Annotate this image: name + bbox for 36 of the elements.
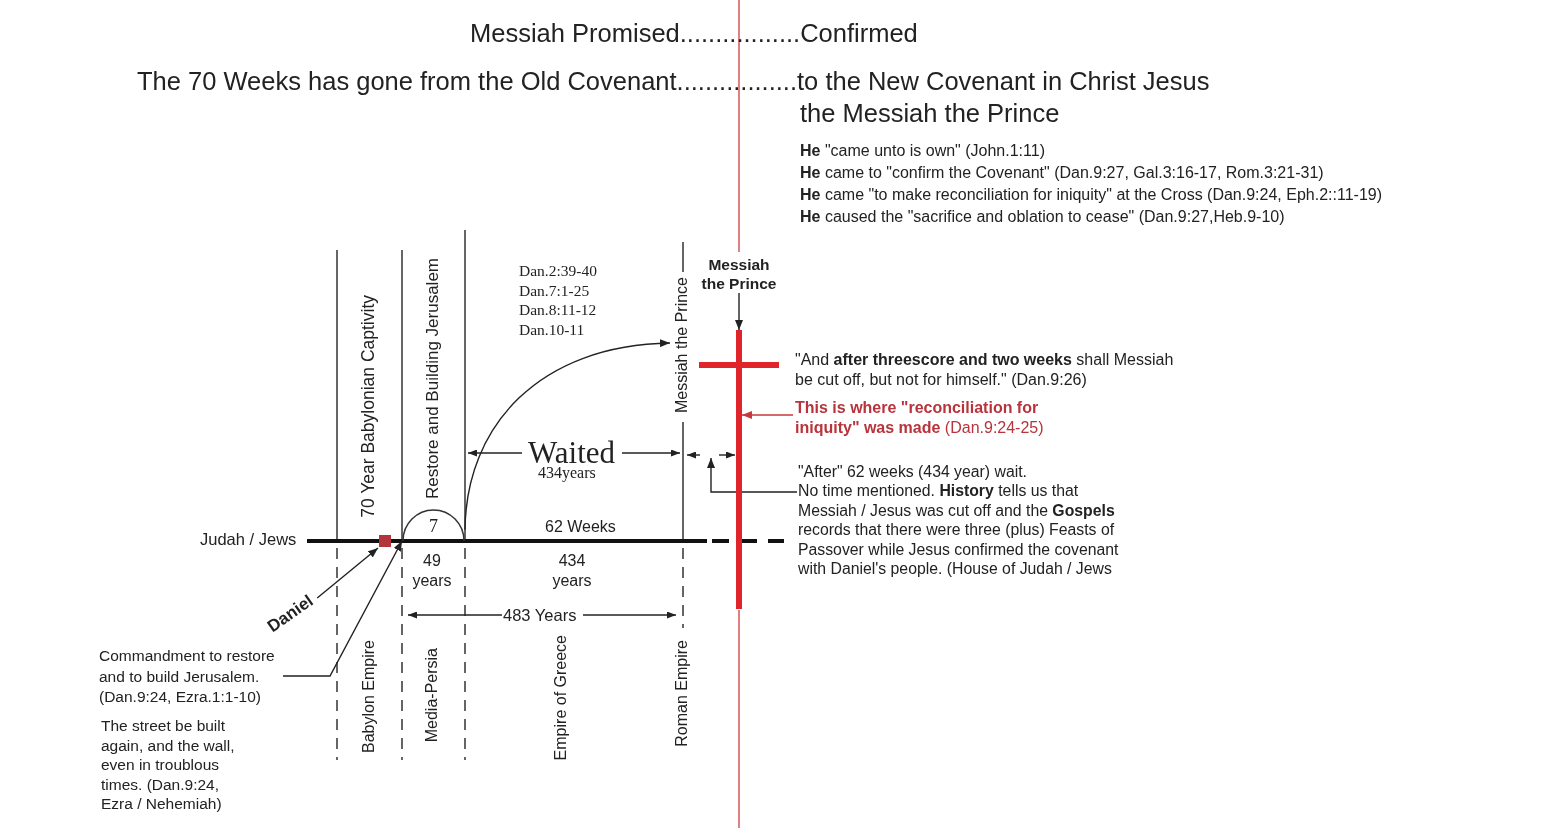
empire-label: Empire of Greece (551, 635, 570, 761)
note-text: "After" 62 weeks (434 year) wait. (798, 462, 1028, 482)
heading-label: Messiah the Prince (698, 255, 780, 293)
period-label: Messiah the Prince (672, 277, 692, 414)
arrow (735, 292, 743, 331)
period-label: Restore and Building Jerusalem (423, 258, 443, 499)
empire-label: Media-Persia (422, 648, 441, 743)
scripture-note: He caused the "sacrifice and oblation to cease" (Dan.9:27,Heb.9-10) (800, 207, 1285, 227)
scripture-note: He came "to make reconciliation for iniquity" at the Cross (Dan.9:24, Eph.2::11-19) (800, 185, 1382, 205)
reference-text: Dan.2:39-40 (519, 261, 597, 280)
note-text: The street be built again, and the wall, even in troublous times. (Dan.9:24, Ezra / Nehemiah) (101, 716, 236, 814)
reference-text: Dan.7:1-25 (519, 280, 590, 300)
callout-text: Commandment to restore and to build Jerusalem. (Dan.9:24, Ezra.1:1-10) (99, 646, 281, 708)
duration-label: 49 years (411, 551, 453, 590)
empire-label: Roman Empire (672, 640, 691, 747)
axis-label: Judah / Jews (200, 529, 297, 549)
arrow (316, 547, 379, 599)
empire-label: Babylon Empire (359, 640, 378, 753)
leader-line (707, 457, 798, 493)
callout-text: This is where "reconciliation for iniquity" was made (Dan.9:24-25) (795, 398, 1063, 438)
cross-symbol (699, 330, 779, 609)
duration-label: 434 years (551, 551, 593, 590)
note-text: No time mentioned. History tells us that Messiah / Jesus was cut off and the Gospels records that there were three (plus) Feasts of Passover while Jesus confirmed the covenant with Daniel's people. (House of Judah / Jews (798, 481, 1120, 579)
week-arc: 7 (402, 509, 465, 541)
square-marker (379, 535, 391, 547)
arrow (741, 411, 794, 419)
period-label: 62 Weeks (545, 517, 616, 537)
scripture-note: He came to "confirm the Covenant" (Dan.9:27, Gal.3:16-17, Rom.3:21-31) (800, 163, 1324, 183)
quote-text: "And after threescore and two weeks shall Messiah be cut off, but not for himself." (Dan.9:26) (795, 350, 1175, 390)
reference-text: Dan.10-11 (519, 319, 585, 339)
curved-arrow (464, 339, 671, 531)
leader-line (282, 540, 403, 677)
reference-text: Dan.8:11-12 (519, 300, 597, 319)
scripture-note: He "came unto is own" (John.1:11) (800, 141, 1045, 161)
dimension-label: 483 Years (503, 605, 577, 625)
period-label: 70 Year Babylonian Captivity (358, 295, 378, 518)
